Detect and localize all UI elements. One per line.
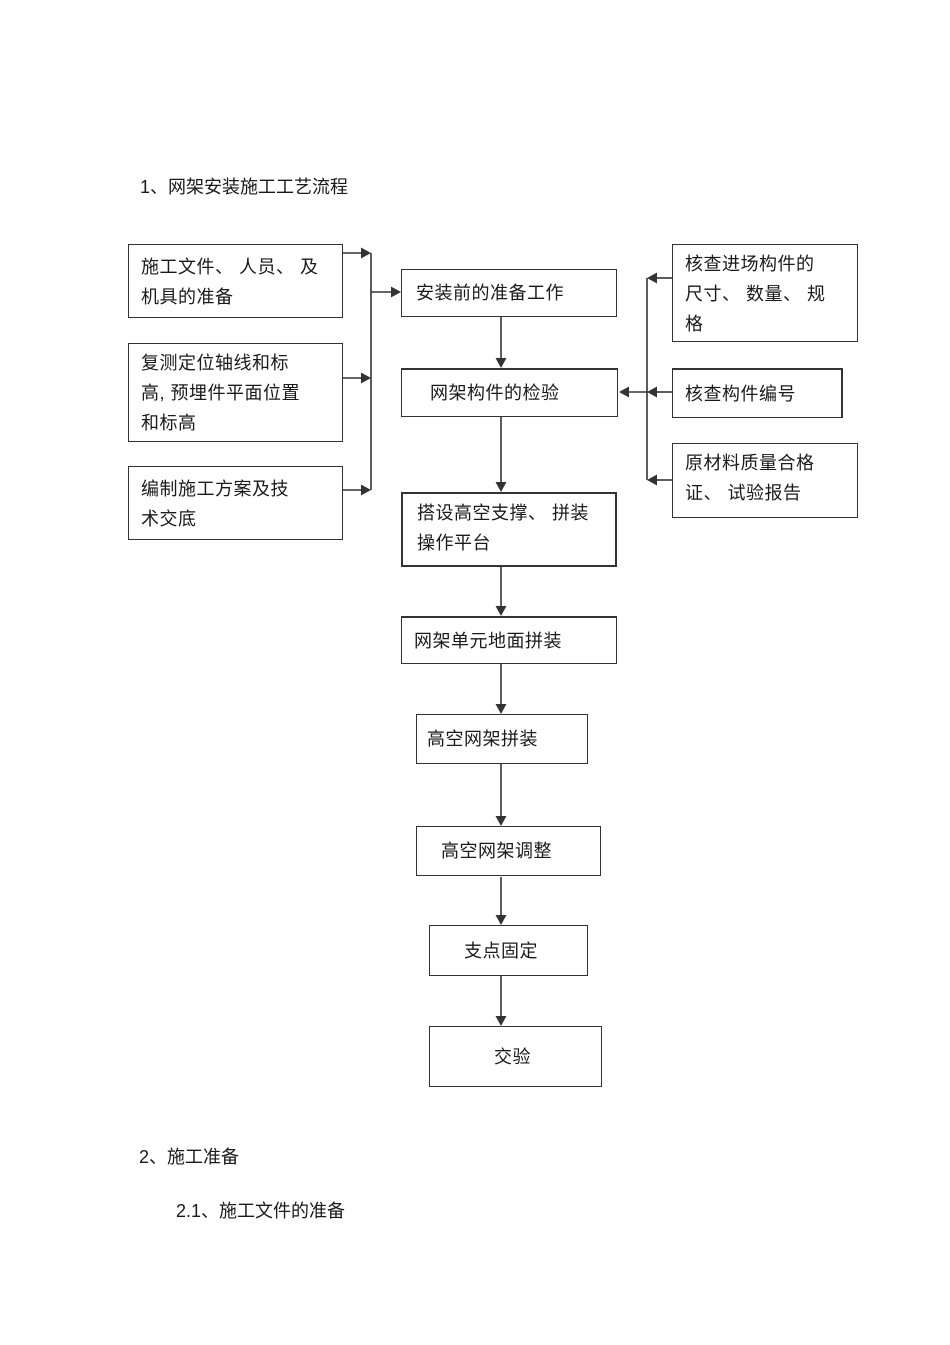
- arrowhead-down: [495, 816, 507, 826]
- section-heading-1: 1、网架安装施工工艺流程: [140, 177, 349, 197]
- flow-box-check-incoming-members: 核查进场构件的 尺寸、 数量、 规 格: [672, 244, 858, 342]
- flow-box-aerial-grid-adjustment: 高空网架调整: [416, 826, 601, 876]
- flow-box-construction-docs-prep: 施工文件、 人员、 及 机具的准备: [128, 244, 343, 318]
- flow-box-pre-install-preparation: 安装前的准备工作: [401, 269, 617, 317]
- flow-box-member-inspection: 网架构件的检验: [401, 368, 618, 417]
- flow-box-support-point-fixing: 支点固定: [429, 925, 588, 976]
- arrowhead-left: [647, 386, 657, 398]
- flow-box-erect-support-platform: 搭设高空支撑、 拼装 操作平台: [401, 492, 617, 567]
- flow-box-ground-unit-assembly: 网架单元地面拼装: [401, 616, 617, 664]
- flow-box-check-member-numbers: 核查构件编号: [672, 368, 843, 418]
- arrowhead-right: [361, 247, 371, 259]
- flow-box-compile-scheme-disclosure: 编制施工方案及技 术交底: [128, 466, 343, 540]
- arrowhead-down: [495, 606, 507, 616]
- flow-box-aerial-grid-assembly: 高空网架拼装: [416, 714, 588, 764]
- arrowhead-left: [647, 474, 657, 486]
- flow-box-material-quality-certificates: 原材料质量合格 证、 试验报告: [672, 443, 858, 518]
- main-flow-arrows: [495, 317, 507, 1026]
- left-collector-connector: [343, 247, 401, 496]
- flow-box-handover-inspection: 交验: [429, 1026, 602, 1087]
- arrowhead-down: [495, 1016, 507, 1026]
- arrowhead-right: [361, 372, 371, 384]
- section-heading-2: 2、施工准备: [139, 1147, 240, 1167]
- arrowhead-right: [361, 484, 371, 496]
- arrowhead-down: [495, 358, 507, 368]
- arrowhead-down: [495, 704, 507, 714]
- section-heading-2-1: 2.1、施工文件的准备: [176, 1201, 346, 1221]
- right-collector-connector: [619, 272, 672, 486]
- arrowhead-down: [495, 915, 507, 925]
- arrowhead-left: [619, 386, 629, 398]
- flow-box-resurvey-axes-elevation: 复测定位轴线和标 高, 预埋件平面位置 和标高: [128, 343, 343, 442]
- arrowhead-right: [391, 286, 401, 298]
- arrowhead-left: [647, 272, 657, 284]
- arrowhead-down: [495, 482, 507, 492]
